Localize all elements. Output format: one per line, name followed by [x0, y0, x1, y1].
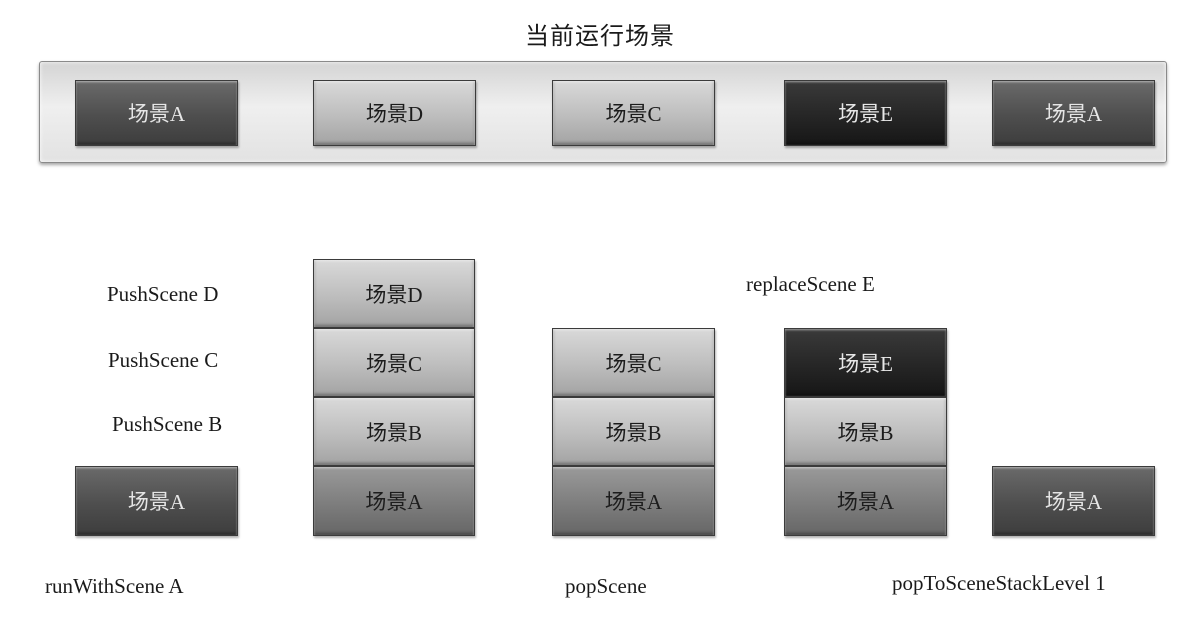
running-scene-5: 场景A [992, 80, 1155, 146]
push-label-c: PushScene C [108, 348, 219, 372]
stack5-scene-a: 场景A [992, 466, 1155, 536]
stack1-caption: runWithScene A [45, 574, 184, 598]
stack3-caption: popScene [565, 574, 647, 598]
stack4-scene-b: 场景B [784, 397, 947, 466]
running-scene-2: 场景D [313, 80, 476, 146]
running-scene-1: 场景A [75, 80, 238, 146]
stack2-scene-c: 场景C [313, 328, 475, 397]
stack1-scene-a: 场景A [75, 466, 238, 536]
stack5-caption: popToSceneStackLevel 1 [892, 571, 1106, 595]
stack4-scene-a: 场景A [784, 466, 947, 536]
stack3-scene-c: 场景C [552, 328, 715, 397]
running-scene-3: 场景C [552, 80, 715, 146]
stack4-scene-e: 场景E [784, 328, 947, 397]
stack2-scene-d: 场景D [313, 259, 475, 328]
diagram-title: 当前运行场景 [525, 24, 675, 50]
running-scene-4: 场景E [784, 80, 947, 146]
stack3-scene-b: 场景B [552, 397, 715, 466]
stack3-scene-a: 场景A [552, 466, 715, 536]
replace-label: replaceScene E [746, 272, 875, 296]
push-label-b: PushScene B [112, 412, 223, 436]
push-label-d: PushScene D [107, 282, 219, 306]
stack2-scene-b: 场景B [313, 397, 475, 466]
stack2-scene-a: 场景A [313, 466, 475, 536]
